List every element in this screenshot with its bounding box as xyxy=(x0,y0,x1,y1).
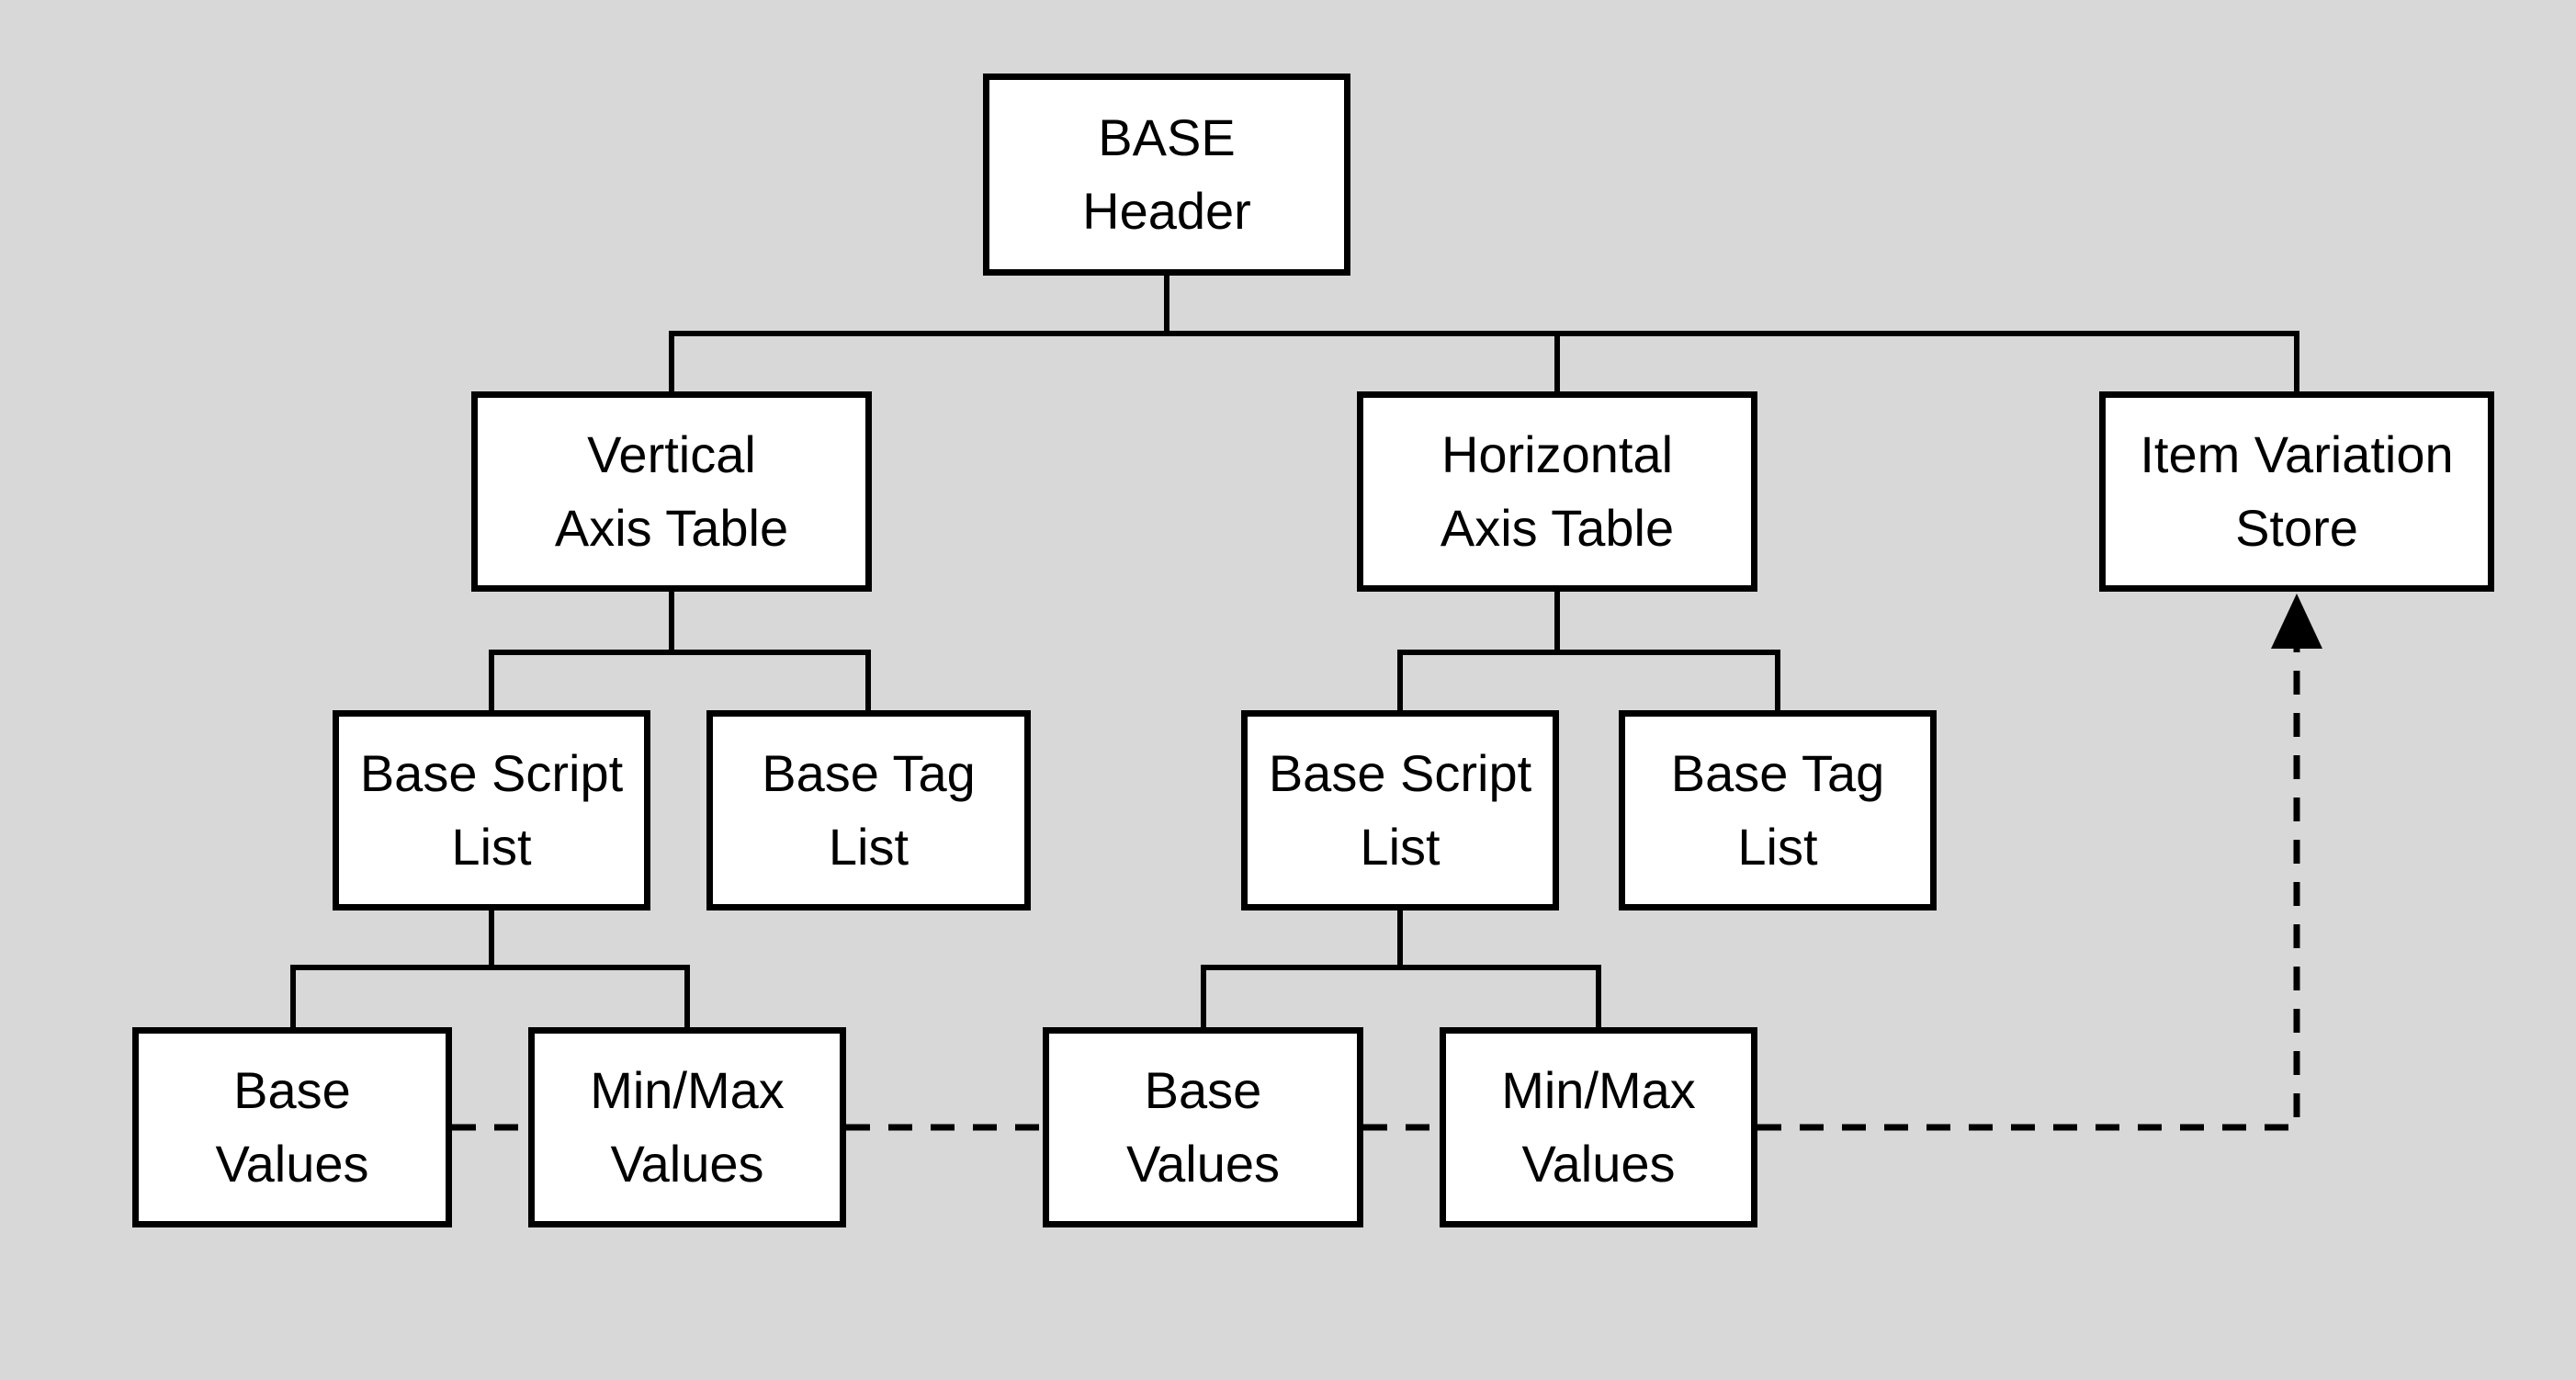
connector-v-script-list-children xyxy=(290,904,690,1034)
connector-header-to-level2 xyxy=(669,269,2299,399)
dashed-connectors xyxy=(452,647,2300,1131)
node-base-tag-list-right: Base Tag List xyxy=(1619,710,1937,911)
dashed-link-hmm-store xyxy=(1757,647,2300,1131)
node-base-script-list-right: Base Script List xyxy=(1241,710,1559,911)
node-base-tag-list-left: Base Tag List xyxy=(706,710,1031,911)
connector-vertical-axis-children xyxy=(489,585,871,717)
connector-h-script-list-children xyxy=(1201,904,1601,1034)
dashed-arrow-head-icon xyxy=(2271,594,2322,649)
node-vertical-axis-table: Vertical Axis Table xyxy=(471,391,872,592)
solid-connectors xyxy=(290,269,2299,1034)
node-base-script-list-left: Base Script List xyxy=(333,710,650,911)
node-minmax-values-left: Min/Max Values xyxy=(528,1027,846,1227)
node-item-variation-store: Item Variation Store xyxy=(2099,391,2494,592)
connector-horizontal-axis-children xyxy=(1397,585,1780,717)
node-horizontal-axis-table: Horizontal Axis Table xyxy=(1357,391,1757,592)
node-base-values-right: Base Values xyxy=(1043,1027,1363,1227)
node-base-values-left: Base Values xyxy=(132,1027,452,1227)
node-minmax-values-right: Min/Max Values xyxy=(1440,1027,1757,1227)
node-base-header: BASE Header xyxy=(983,74,1350,276)
